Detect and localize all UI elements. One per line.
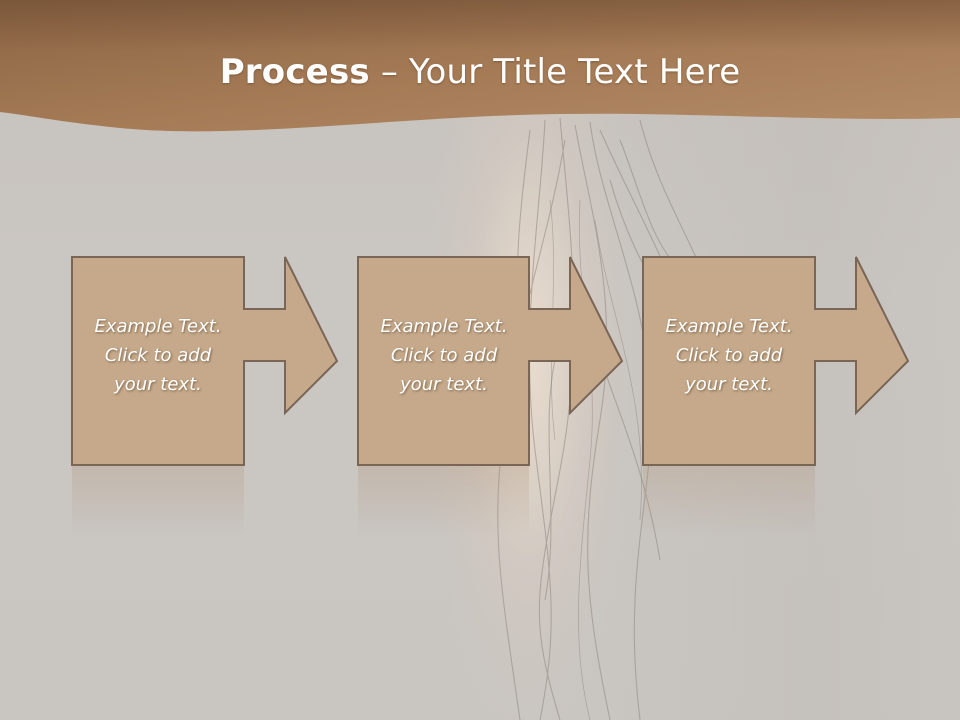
title-bold-text: Process xyxy=(219,52,370,92)
process-step-1[interactable]: Example Text. Click to add your text. xyxy=(71,256,339,468)
title-rest-text: – Your Title Text Here xyxy=(369,52,741,92)
process-step-2[interactable]: Example Text. Click to add your text. xyxy=(357,256,625,468)
step-text[interactable]: Example Text. Click to add your text. xyxy=(94,316,222,395)
arrow-box-shape xyxy=(642,256,910,466)
step-3-reflection xyxy=(643,466,815,536)
step-1-reflection xyxy=(72,466,244,536)
step-text[interactable]: Example Text. Click to add your text. xyxy=(665,316,793,395)
arrow-box-shape xyxy=(71,256,339,466)
title-banner xyxy=(0,0,960,132)
step-2-reflection xyxy=(358,466,529,536)
arrow-box-shape xyxy=(357,256,624,466)
slide-title[interactable]: Process – Your Title Text Here xyxy=(0,52,960,92)
process-step-3[interactable]: Example Text. Click to add your text. xyxy=(642,256,910,468)
step-text[interactable]: Example Text. Click to add your text. xyxy=(380,316,508,395)
